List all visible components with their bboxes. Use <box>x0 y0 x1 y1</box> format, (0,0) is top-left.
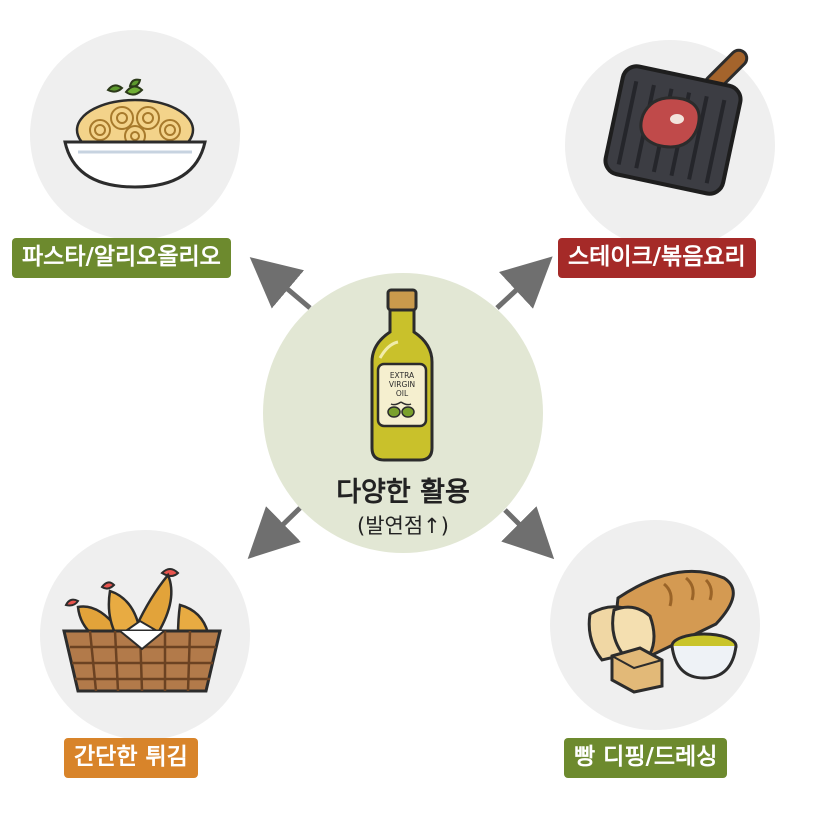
arrow-to-steak <box>497 270 538 308</box>
fried-shrimp-basket-icon <box>60 565 225 695</box>
label-fry: 간단한 튀김 <box>64 738 198 778</box>
steak-grill-pan-icon <box>605 45 765 190</box>
pasta-bowl-icon <box>60 80 210 190</box>
bottle-label-line-3: OIL <box>396 389 409 398</box>
center-subtitle: (발연점↑) <box>263 510 543 540</box>
bread-dipping-oil-icon <box>582 568 742 693</box>
label-steak: 스테이크/볶음요리 <box>558 238 756 278</box>
bottle-label-line-1: EXTRA <box>390 371 415 380</box>
arrow-to-pasta <box>265 270 310 308</box>
olive-oil-bottle-icon: EXTRA VIRGIN OIL <box>362 288 442 463</box>
label-pasta: 파스타/알리오올리오 <box>12 238 231 278</box>
label-bread: 빵 디핑/드레싱 <box>564 738 727 778</box>
center-title: 다양한 활용 <box>263 470 543 509</box>
bottle-label-line-2: VIRGIN <box>389 380 415 389</box>
